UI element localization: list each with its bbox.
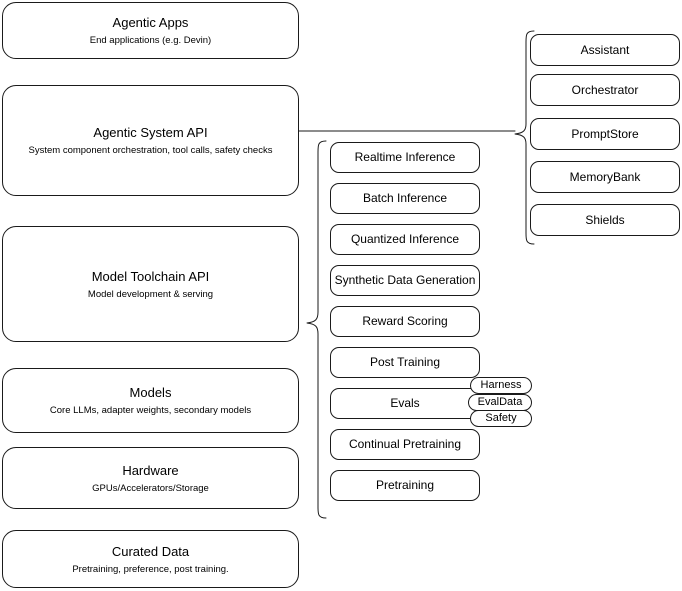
component-evals[interactable]: Evals	[330, 388, 480, 419]
subcomponent-label: EvalData	[477, 396, 523, 408]
layer-subtitle: Pretraining, preference, post training.	[72, 563, 229, 575]
component-assistant[interactable]: Assistant	[530, 34, 680, 66]
component-continual-pretraining[interactable]: Continual Pretraining	[330, 429, 480, 460]
component-label: Assistant	[580, 42, 630, 57]
component-label: Realtime Inference	[354, 150, 456, 164]
layer-title: Models	[129, 385, 172, 400]
component-quantized-inference[interactable]: Quantized Inference	[330, 224, 480, 255]
component-label: Synthetic Data Generation	[334, 273, 476, 287]
component-promptstore[interactable]: PromptStore	[530, 118, 680, 150]
layer-subtitle: Model development & serving	[87, 288, 214, 300]
connector-system-api-to-components	[298, 120, 521, 144]
component-label: Shields	[585, 212, 625, 227]
component-shields[interactable]: Shields	[530, 204, 680, 236]
layer-title: Agentic System API	[93, 125, 208, 140]
subcomponent-label: Harness	[480, 379, 522, 391]
component-realtime-inference[interactable]: Realtime Inference	[330, 142, 480, 173]
component-memorybank[interactable]: MemoryBank	[530, 161, 680, 193]
layer-model-toolchain-api[interactable]: Model Toolchain API Model development & …	[2, 226, 299, 342]
layer-subtitle: End applications (e.g. Devin)	[89, 35, 212, 46]
brace-model-toolchain	[304, 140, 330, 520]
component-label: Pretraining	[375, 478, 435, 492]
component-label: Quantized Inference	[350, 232, 460, 246]
component-batch-inference[interactable]: Batch Inference	[330, 183, 480, 214]
subcomponent-label: Safety	[485, 412, 517, 424]
component-pretraining[interactable]: Pretraining	[330, 470, 480, 501]
component-label: Orchestrator	[571, 82, 639, 97]
layer-title: Model Toolchain API	[91, 268, 210, 284]
subcomponent-safety[interactable]: Safety	[470, 410, 532, 427]
layer-agentic-apps[interactable]: Agentic Apps End applications (e.g. Devi…	[2, 2, 299, 59]
layer-models[interactable]: Models Core LLMs, adapter weights, secon…	[2, 368, 299, 433]
component-reward-scoring[interactable]: Reward Scoring	[330, 306, 480, 337]
layer-title: Hardware	[122, 462, 179, 478]
layer-hardware[interactable]: Hardware GPUs/Accelerators/Storage	[2, 447, 299, 509]
subcomponent-harness[interactable]: Harness	[470, 377, 532, 394]
component-label: Evals	[390, 396, 420, 410]
component-orchestrator[interactable]: Orchestrator	[530, 74, 680, 106]
layer-curated-data[interactable]: Curated Data Pretraining, preference, po…	[2, 530, 299, 588]
component-post-training[interactable]: Post Training	[330, 347, 480, 378]
component-synthetic-data-generation[interactable]: Synthetic Data Generation	[330, 265, 480, 296]
component-label: Continual Pretraining	[348, 437, 462, 451]
subcomponent-evaldata[interactable]: EvalData	[468, 394, 532, 411]
layer-agentic-system-api[interactable]: Agentic System API System component orch…	[2, 85, 299, 196]
layer-subtitle: Core LLMs, adapter weights, secondary mo…	[49, 405, 252, 416]
layer-subtitle: System component orchestration, tool cal…	[28, 145, 273, 156]
component-label: Batch Inference	[362, 191, 448, 205]
layer-title: Agentic Apps	[112, 15, 189, 30]
component-label: MemoryBank	[569, 169, 641, 184]
component-label: Post Training	[369, 355, 441, 369]
component-label: PromptStore	[571, 126, 639, 141]
component-label: Reward Scoring	[362, 314, 448, 328]
layer-subtitle: GPUs/Accelerators/Storage	[92, 482, 209, 494]
layer-title: Curated Data	[111, 543, 190, 559]
